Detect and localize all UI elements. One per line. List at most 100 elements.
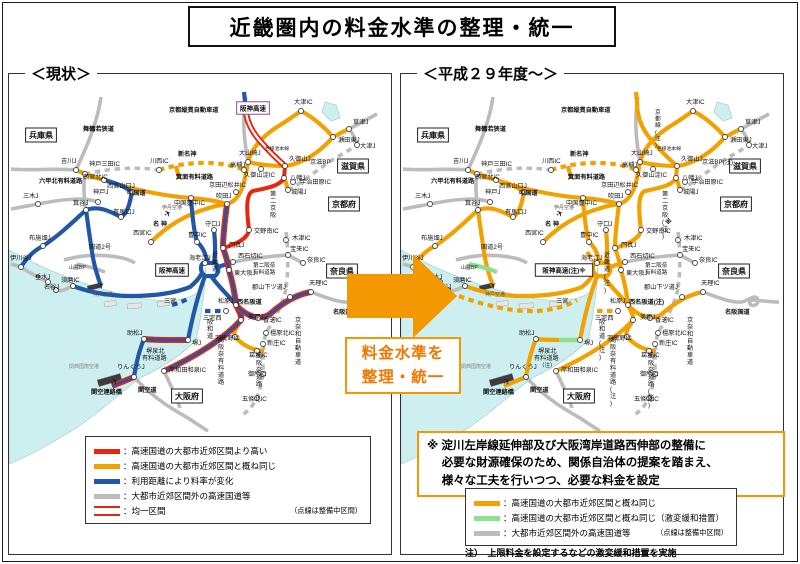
map-label: 南阪奈道路(注) bbox=[648, 352, 655, 409]
map-label: 羽曳野IC bbox=[215, 334, 240, 342]
map-label: 南阪奈有料道路(注) bbox=[610, 336, 617, 407]
junction-node bbox=[633, 167, 639, 173]
junction-node bbox=[194, 239, 200, 245]
map-label: 京都縦貫自動車道 bbox=[561, 106, 611, 114]
map-label: 豊中IC bbox=[188, 231, 207, 239]
junction-node bbox=[188, 195, 194, 201]
road-nishi-meihan bbox=[234, 290, 312, 319]
legend-swatch-gray bbox=[474, 530, 500, 536]
junction-node bbox=[586, 239, 592, 245]
expressway-box-label: 阪神高速 bbox=[236, 101, 270, 115]
prefecture-label: 兵庫県 bbox=[417, 127, 449, 143]
junction-node bbox=[224, 201, 230, 207]
panel-current-state: ＜現状＞ ✈✈✈兵庫県滋賀県京都府奈良県大阪府阪神高速阪神高速舞鶴若狭道京都縦貫… bbox=[8, 63, 392, 555]
junction-node bbox=[346, 126, 352, 132]
road-senboku-toll-west bbox=[535, 336, 560, 343]
map-label: りんくうJ bbox=[117, 364, 145, 371]
map-label: 岸和田和泉IC bbox=[561, 366, 599, 374]
map-label: 大津J bbox=[752, 142, 767, 150]
map-label: 須磨IC bbox=[453, 276, 472, 284]
map-label: 三宅西 bbox=[203, 314, 222, 322]
map-label: 吹田J bbox=[608, 192, 623, 200]
map-label: 吹田J bbox=[216, 192, 231, 200]
map-label: 大山崎J bbox=[239, 149, 261, 157]
road-shinmeishin-central-planned bbox=[158, 160, 245, 172]
road-maizuru-wakasa-expwy bbox=[466, 96, 495, 171]
junction-node bbox=[131, 374, 137, 380]
map-label: 東大阪J bbox=[234, 269, 256, 277]
road-shinmeishin-east-planned bbox=[287, 143, 359, 192]
junction-node bbox=[646, 348, 652, 354]
map-label: 名阪国道 bbox=[333, 308, 359, 316]
svg-text:大阪府: 大阪府 bbox=[175, 391, 199, 401]
map-label: 国道2号 bbox=[89, 243, 111, 251]
road-rokko-kita-toll bbox=[82, 173, 88, 211]
map-label: 西石切IC bbox=[630, 253, 655, 260]
road-kanku-bridge bbox=[111, 375, 135, 388]
map-label: 草津J bbox=[353, 118, 368, 126]
road-keinawa-north-planned bbox=[676, 231, 682, 290]
junction-node bbox=[45, 279, 51, 285]
legend-swatch-double bbox=[94, 506, 120, 516]
map-label: 神戸空港 bbox=[485, 291, 505, 298]
island-shape bbox=[103, 300, 117, 308]
map-label: 吉川J bbox=[453, 158, 468, 165]
map-label: 川西IC bbox=[150, 158, 169, 165]
map-label: 京都線(注) bbox=[655, 108, 661, 149]
junction-node bbox=[674, 163, 680, 169]
road-sanroku-bypass bbox=[76, 262, 106, 274]
map-label: 西宮IC bbox=[133, 229, 152, 237]
svg-text:奈良県: 奈良県 bbox=[329, 266, 354, 276]
legend-label: ：利用距離により料率が変化 bbox=[123, 476, 234, 486]
map-label: 堺J bbox=[584, 339, 593, 347]
map-label: 五條北IC bbox=[634, 395, 659, 403]
map-label: 橿原北IC bbox=[662, 329, 687, 337]
map-label: 箕面有料道路 bbox=[567, 173, 606, 181]
junction-node bbox=[722, 134, 728, 140]
junction-node bbox=[232, 334, 238, 340]
junction-node bbox=[118, 214, 124, 220]
map-label: 京滋BP(注) bbox=[702, 158, 733, 166]
road-keinawa-north-planned bbox=[284, 231, 290, 290]
map-label: 京田辺松井IC bbox=[601, 181, 639, 189]
svg-text:京都府: 京都府 bbox=[332, 199, 356, 209]
map-label: 舞鶴若狭道 bbox=[83, 125, 115, 133]
road-route2 bbox=[455, 253, 528, 265]
legend-label: ：高速国道の大都市近郊区間より高い bbox=[123, 446, 268, 456]
road-maizuru-wakasa-expwy bbox=[74, 96, 103, 171]
map-label: 松原J bbox=[610, 297, 625, 305]
map-label: 南阪奈有料道路 bbox=[218, 336, 225, 386]
junction-node bbox=[603, 227, 609, 233]
junction-node bbox=[281, 175, 287, 181]
junction-node bbox=[18, 264, 24, 270]
junction-node bbox=[622, 259, 628, 265]
road-shinkobe-tunnel bbox=[83, 209, 103, 287]
map-label: 須磨IC bbox=[61, 276, 80, 284]
map-label: 神戸三田IC bbox=[89, 160, 120, 168]
junction-node bbox=[700, 289, 706, 295]
road-kobe-line bbox=[72, 272, 204, 299]
map-label: 有料道路 bbox=[534, 354, 560, 362]
junction-node bbox=[650, 166, 656, 172]
map-label: 守口J bbox=[205, 220, 220, 228]
junction-node bbox=[83, 207, 89, 213]
road-sanroku-bypass bbox=[468, 261, 498, 275]
junction-node bbox=[233, 302, 239, 308]
map-label: 久御山J bbox=[289, 155, 311, 163]
mitigation-footnote: 注） 上限料金を設定するなどの激変緩和措置を実施 bbox=[465, 548, 677, 558]
svg-text:滋賀県: 滋賀県 bbox=[341, 161, 365, 171]
fy2017-map: ✈✈✈兵庫県滋賀県京都府奈良県大阪府阪神高速(注)※京都線(注)※舞鶴若狭道京都… bbox=[401, 91, 780, 465]
map-label: 有料道路 bbox=[645, 268, 668, 276]
map-label: 関空道 bbox=[138, 386, 157, 394]
map-label: 巨椋池本線 bbox=[657, 145, 681, 152]
map-label: 関西国際空港 bbox=[461, 363, 491, 370]
map-label: 中国豊中IC bbox=[566, 199, 597, 207]
junction-node bbox=[245, 159, 251, 165]
map-label: 西名阪道(注) bbox=[629, 298, 664, 306]
junction-node bbox=[638, 227, 644, 233]
legend-item: ：大都市近郊区間外の高速国道等（点線は整備中区間） bbox=[474, 527, 728, 539]
island-shape bbox=[156, 300, 170, 308]
junction-node bbox=[283, 237, 289, 243]
junction-node bbox=[625, 189, 631, 195]
junction-node bbox=[673, 175, 679, 181]
